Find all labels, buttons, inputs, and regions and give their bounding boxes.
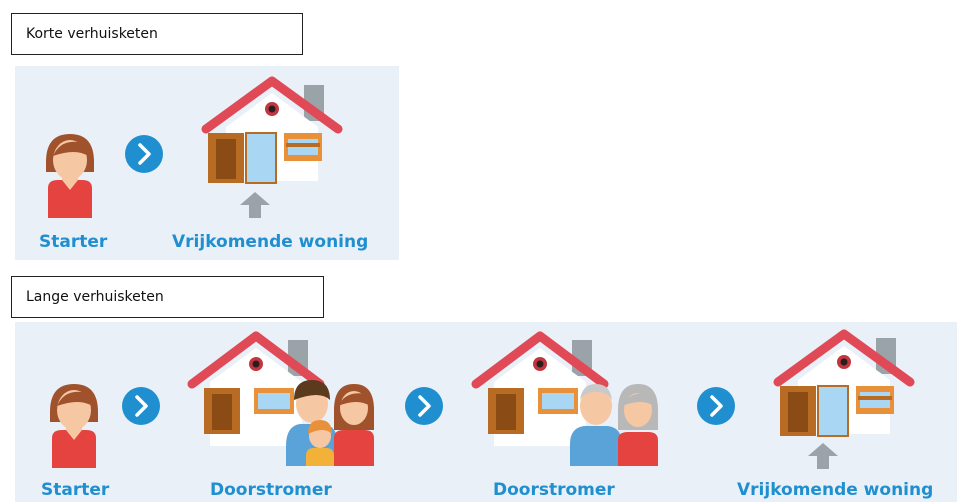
elderly-house-icon bbox=[471, 331, 658, 466]
vacant-house-icon bbox=[201, 76, 343, 184]
up-arrow-icon bbox=[808, 443, 838, 469]
chevron-arrow-icon bbox=[122, 387, 160, 425]
chevron-arrow-icon bbox=[697, 387, 735, 425]
starter-person-icon bbox=[46, 134, 94, 218]
vacant-house-icon bbox=[773, 329, 915, 437]
chevron-arrow-icon bbox=[405, 387, 443, 425]
long-mover2-label: Doorstromer bbox=[493, 480, 615, 500]
chevron-arrow-icon bbox=[125, 135, 163, 173]
long-mover1-label: Doorstromer bbox=[210, 480, 332, 500]
short-vacant-label: Vrijkomende woning bbox=[172, 232, 369, 252]
long-vacant-label: Vrijkomende woning bbox=[737, 480, 934, 500]
long-starter-label: Starter bbox=[41, 480, 110, 500]
long-chain-title: Lange verhuisketen bbox=[11, 276, 324, 318]
short-chain-title: Korte verhuisketen bbox=[11, 13, 303, 55]
short-starter-label: Starter bbox=[39, 232, 108, 252]
family-house-icon bbox=[187, 331, 374, 466]
up-arrow-icon bbox=[240, 192, 270, 218]
starter-person-icon bbox=[50, 384, 98, 468]
